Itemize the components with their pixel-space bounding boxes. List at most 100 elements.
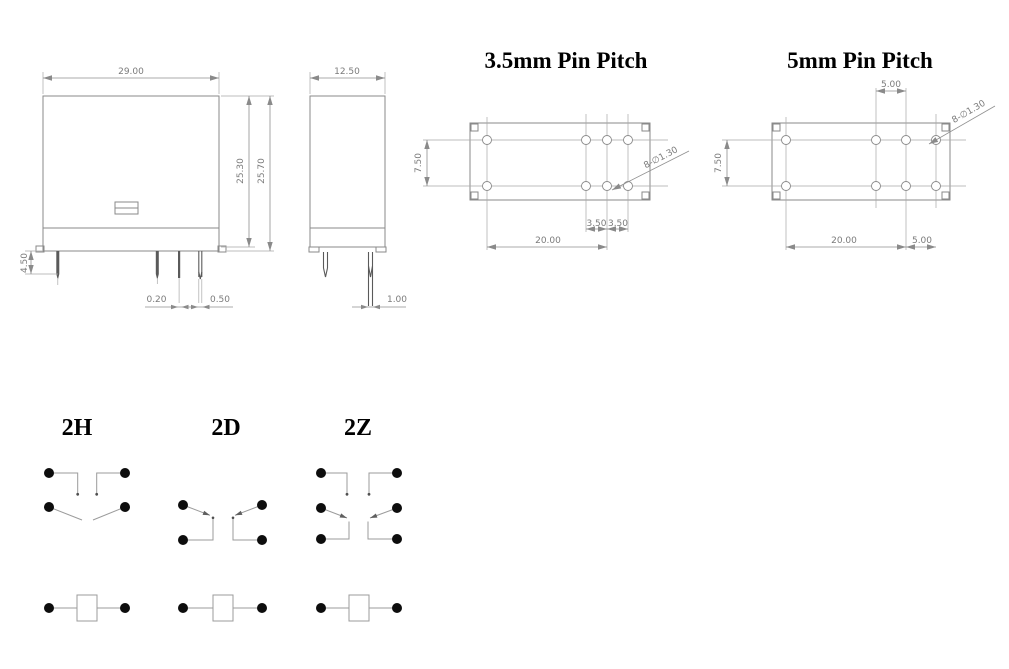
terminal-dot: [44, 502, 54, 512]
coil-symbol: [212, 594, 234, 622]
terminal-dot: [257, 535, 267, 545]
side-view-pins: [322, 252, 374, 306]
terminal-dot: [257, 500, 267, 510]
hole: [781, 135, 791, 145]
front-view-outline: [35, 95, 227, 253]
dim-pin-thickness: 0.20: [146, 295, 166, 305]
pin-3: [178, 251, 181, 278]
pitch-5-drawing: 5mm Pin Pitch 5.00: [714, 48, 996, 250]
pitch-35-centerlines: [423, 114, 668, 250]
side-view-drawing: 12.50 1.00: [308, 67, 407, 310]
pitch-35-title: 3.5mm Pin Pitch: [485, 48, 648, 73]
pitch-35-drawing: 3.5mm Pin Pitch 7.5: [414, 48, 690, 250]
hole: [901, 181, 911, 191]
pitch-5-outline: [771, 122, 951, 201]
left-foot: [35, 245, 45, 253]
side-view-dimensions: 12.50 1.00: [309, 67, 407, 310]
arrangement-2h: 2H: [44, 415, 130, 622]
arrangement-2h-contacts: [44, 468, 130, 521]
hole: [781, 181, 791, 191]
side-right-foot: [375, 246, 387, 253]
hole: [482, 181, 492, 191]
hole: [623, 135, 633, 145]
pitch-35-outline: [469, 122, 651, 201]
terminal-dot: [316, 534, 326, 544]
terminal-dot: [44, 468, 54, 478]
pitch-5-title: 5mm Pin Pitch: [787, 48, 933, 73]
dim-side-pin-width: 1.00: [387, 295, 407, 305]
pin-2: [155, 251, 159, 280]
relay-base-side: [309, 227, 386, 248]
dim-35-pitch-right: 3.50: [608, 219, 628, 229]
front-view-dimensions: 29.00 25.30 25.70 4.50 0.20 0.50: [20, 67, 274, 310]
hole: [901, 135, 911, 145]
dim-5-top-pitch: 5.00: [881, 80, 901, 90]
side-left-foot: [308, 246, 320, 253]
arrangement-2h-coil: [44, 594, 130, 622]
terminal-dot: [392, 534, 402, 544]
coil-symbol: [76, 594, 98, 622]
dim-pin-width-front: 0.50: [210, 295, 230, 305]
arrangement-2d: 2D: [178, 415, 267, 622]
hole: [871, 135, 881, 145]
hole: [482, 135, 492, 145]
hole: [581, 181, 591, 191]
arrangement-2z-coil: [316, 594, 402, 622]
relay-body-side: [309, 95, 386, 229]
hole: [871, 181, 881, 191]
terminal-dot: [120, 468, 130, 478]
side-view-outline: [308, 95, 387, 253]
hole: [623, 181, 633, 191]
arrangement-2d-label: 2D: [211, 415, 240, 441]
dim-5-row-spacing: 7.50: [714, 153, 724, 173]
dim-body-height: 25.30: [236, 158, 246, 184]
dim-5-span: 20.00: [831, 236, 857, 246]
terminal-dot: [392, 468, 402, 478]
right-foot: [217, 245, 227, 253]
terminal-dot: [316, 468, 326, 478]
terminal-dot: [178, 500, 188, 510]
dim-5-hole-callout: 8-∅1.30: [951, 99, 988, 126]
hole: [602, 135, 612, 145]
hole-callout-leader: [928, 105, 996, 145]
coil-terminal-dot: [316, 603, 326, 613]
hole: [931, 181, 941, 191]
hole-callout-leader: [611, 150, 690, 191]
terminal-dot: [392, 503, 402, 513]
pitch-35-holes: [482, 135, 633, 191]
arrangement-2z-label: 2Z: [344, 415, 372, 441]
coil-terminal-dot: [392, 603, 402, 613]
pitch-35-footprint: [469, 122, 651, 201]
hole: [581, 135, 591, 145]
front-view-pins: [56, 251, 203, 303]
dim-35-pitch-left: 3.50: [586, 219, 606, 229]
dim-front-width: 29.00: [118, 67, 144, 77]
pitch-5-centerlines: [722, 88, 966, 250]
hole: [602, 181, 612, 191]
dim-35-span: 20.00: [535, 236, 561, 246]
pitch-5-footprint: [771, 122, 951, 201]
pitch-5-dimensions: 5.00 7.50 20.00 5.00 8-∅1.30: [714, 80, 996, 250]
arrangement-2h-label: 2H: [62, 415, 93, 441]
front-view-drawing: 29.00 25.30 25.70 4.50 0.20 0.50: [20, 67, 274, 310]
arrangement-2d-contacts: [178, 500, 267, 545]
coil-terminal-dot: [120, 603, 130, 613]
dim-35-row-spacing: 7.50: [414, 153, 424, 173]
side-pin-short: [322, 267, 329, 278]
arrangement-2z: 2Z: [316, 415, 402, 622]
coil-terminal-dot: [257, 603, 267, 613]
arrangement-2z-contacts: [316, 468, 402, 544]
terminal-dot: [316, 503, 326, 513]
dim-total-height: 25.70: [257, 158, 267, 184]
relay-base-front: [42, 227, 220, 252]
coil-symbol: [348, 594, 370, 622]
dim-pin-length: 4.50: [20, 253, 30, 273]
pitch-5-holes: [781, 135, 941, 191]
pitch-35-dimensions: 7.50 3.50 3.50 20.00 8-∅1.30: [414, 139, 690, 250]
terminal-dot: [178, 535, 188, 545]
coil-terminal-dot: [178, 603, 188, 613]
pin-1: [56, 251, 60, 280]
coil-terminal-dot: [44, 603, 54, 613]
